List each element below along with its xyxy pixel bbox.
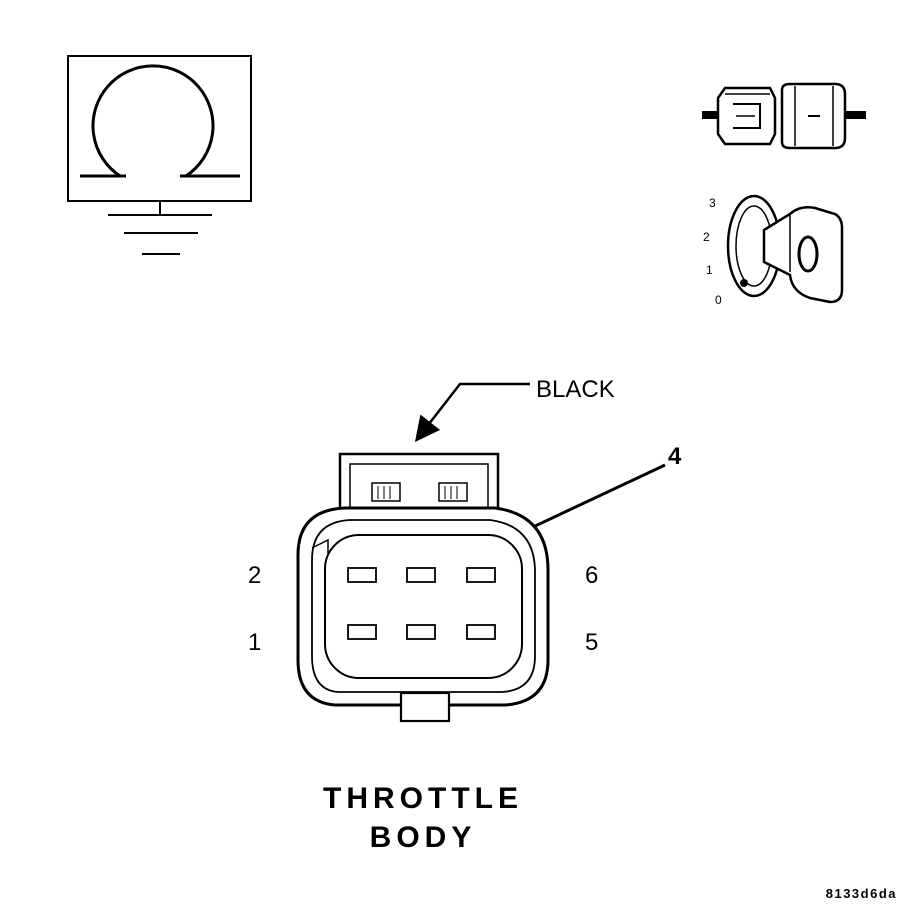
connector-color-label: BLACK xyxy=(536,376,615,403)
pin-label-top-right: 6 xyxy=(585,562,598,589)
connector-title-line2: BODY xyxy=(370,821,477,854)
ignition-position-0: 0 xyxy=(715,293,722,307)
ignition-position-3: 3 xyxy=(709,196,716,210)
ohmmeter-ground-icon xyxy=(67,55,252,255)
connector-title-line1: THROTTLE xyxy=(323,782,523,815)
figure-code: 8133d6da xyxy=(826,886,897,901)
color-callout: BLACK xyxy=(414,376,615,442)
ignition-position-2: 2 xyxy=(703,230,710,244)
pin-label-bottom-right: 5 xyxy=(585,629,598,656)
pin-callout-label: 4 xyxy=(668,443,682,470)
pin-label-top-left: 2 xyxy=(248,562,261,589)
throttle-body-connector xyxy=(296,452,550,723)
ignition-key-icon: 3 2 1 0 xyxy=(703,194,844,307)
ignition-position-1: 1 xyxy=(706,263,713,277)
pin-label-bottom-left: 1 xyxy=(248,629,261,656)
disconnected-connector-icon xyxy=(702,82,866,150)
